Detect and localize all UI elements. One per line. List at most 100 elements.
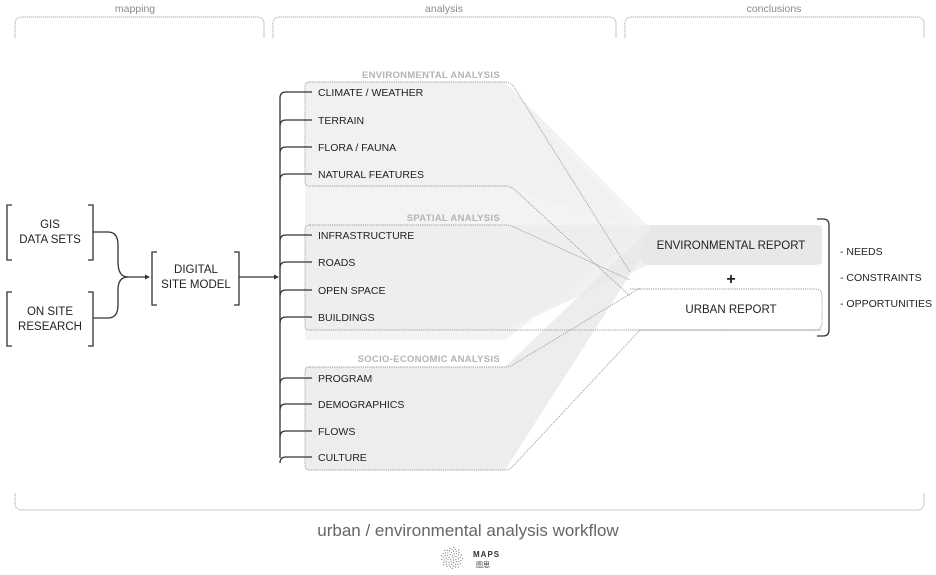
branch-connector [279,173,312,181]
logo-dot [454,548,456,550]
logo-dot [455,561,458,563]
logo-dot [460,554,462,556]
logo-dot [442,556,444,558]
logo-dot [451,567,453,569]
urban-report-left-edges [630,288,640,331]
logo-dot [458,554,460,556]
phase-label-analysis: analysis [425,3,463,15]
logo-dot [459,563,461,565]
logo-dot [450,551,452,554]
logo-dot [453,559,455,561]
digital-site-model[interactable]: DIGITAL SITE MODEL [151,251,240,306]
logo-dot [448,564,450,566]
spatial-group-box [304,224,822,331]
analysis-item[interactable]: OPEN SPACE [318,285,386,297]
logo-dot [448,550,451,552]
model-line1: DIGITAL [174,264,218,276]
logo-dot [457,563,459,566]
logo-dot [457,558,460,560]
analysis-item[interactable]: DEMOGRAPHICS [318,399,404,411]
logo-dot [452,562,455,564]
logo-dot [447,552,449,554]
logo-dot [448,561,450,564]
branch-connector [279,377,312,385]
analysis-item[interactable]: BUILDINGS [318,312,375,324]
logo-subtitle: 图思 [476,561,490,569]
branch-connector [279,261,312,269]
socio-group-box [304,287,641,471]
urban-report-label: URBAN REPORT [685,304,776,316]
logo-dot [459,556,461,558]
logo-dot [443,559,446,561]
trunk-branches [279,91,312,464]
logo-dot [452,550,455,552]
branch-connector [279,403,312,411]
logo-dot [458,552,460,554]
diagram-caption: urban / environmental analysis workflow [317,521,619,540]
logo-dot [449,553,451,556]
logo-dot [452,565,454,567]
logo-dot [446,565,448,568]
outcomes-list: - NEEDS - CONSTRAINTS - OPPORTUNITIES [840,246,932,310]
input-gis[interactable]: GIS DATA SETS [6,204,94,261]
analysis-item[interactable]: CLIMATE / WEATHER [318,87,424,99]
conclusions-bracket [817,218,830,337]
logo-dot [449,547,451,549]
logo-dot [447,559,449,561]
env-group-fill [305,82,640,230]
analysis-item[interactable]: PROGRAM [318,373,372,385]
analysis-item[interactable]: FLORA / FAUNA [318,142,396,154]
input-connectors [93,231,150,319]
logo-dot [451,555,453,557]
branch-connector [279,91,312,99]
input-onsite-line2: RESEARCH [18,321,82,333]
input-onsite[interactable]: ON SITE RESEARCH [6,291,94,347]
logo-dot [454,563,457,565]
logo-dot [450,558,452,560]
logo-dot [451,563,453,565]
logo-dot-sphere-icon [440,546,464,569]
group-title-environmental: ENVIRONMENTAL ANALYSIS [362,70,500,81]
arrow-head-icon [145,274,150,280]
analysis-item[interactable]: INFRASTRUCTURE [318,230,414,242]
logo-dot [445,561,448,563]
flow-shapes [305,82,822,470]
plus-icon: + [726,271,735,288]
analysis-item[interactable]: FLOWS [318,426,355,438]
workflow-bracket [14,493,925,511]
branch-connector [279,146,312,154]
logo-dot [449,566,451,568]
phase-bracket-conclusions [624,16,925,38]
environmental-report-label: ENVIRONMENTAL REPORT [657,240,806,252]
input-gis-line2: DATA SETS [19,234,81,246]
outcome-needs: - NEEDS [840,246,883,258]
maps-logo: MAPS 图思 [440,546,499,569]
logo-dot [451,548,453,551]
input-onsite-line1: ON SITE [27,306,73,318]
analysis-item[interactable]: TERRAIN [318,115,364,127]
logo-dot [461,557,464,560]
logo-dot [453,553,455,555]
branch-connector [279,456,312,464]
outcome-opportunities: - OPPORTUNITIES [840,298,932,310]
analysis-item[interactable]: ROADS [318,257,355,269]
phase-label-mapping: mapping [115,3,155,15]
logo-dot [452,546,455,548]
logo-dot [444,555,446,557]
model-line2: SITE MODEL [161,279,231,291]
analysis-item[interactable]: NATURAL FEATURES [318,169,424,181]
logo-dot [455,553,457,555]
urban-report[interactable]: URBAN REPORT [630,288,823,331]
analysis-items: CLIMATE / WEATHER TERRAIN FLORA / FAUNA NAT… [318,87,424,464]
logo-dot [458,560,460,563]
logo-dot [450,560,452,563]
logo-dot [445,563,447,565]
logo-dot [446,549,448,551]
logo-dot [444,552,447,554]
branch-connector [279,316,312,324]
logo-dot [444,549,446,552]
logo-dot [458,549,460,551]
environmental-report[interactable]: ENVIRONMENTAL REPORT [640,225,822,265]
analysis-item[interactable]: CULTURE [318,452,367,464]
logo-dot [441,558,443,560]
